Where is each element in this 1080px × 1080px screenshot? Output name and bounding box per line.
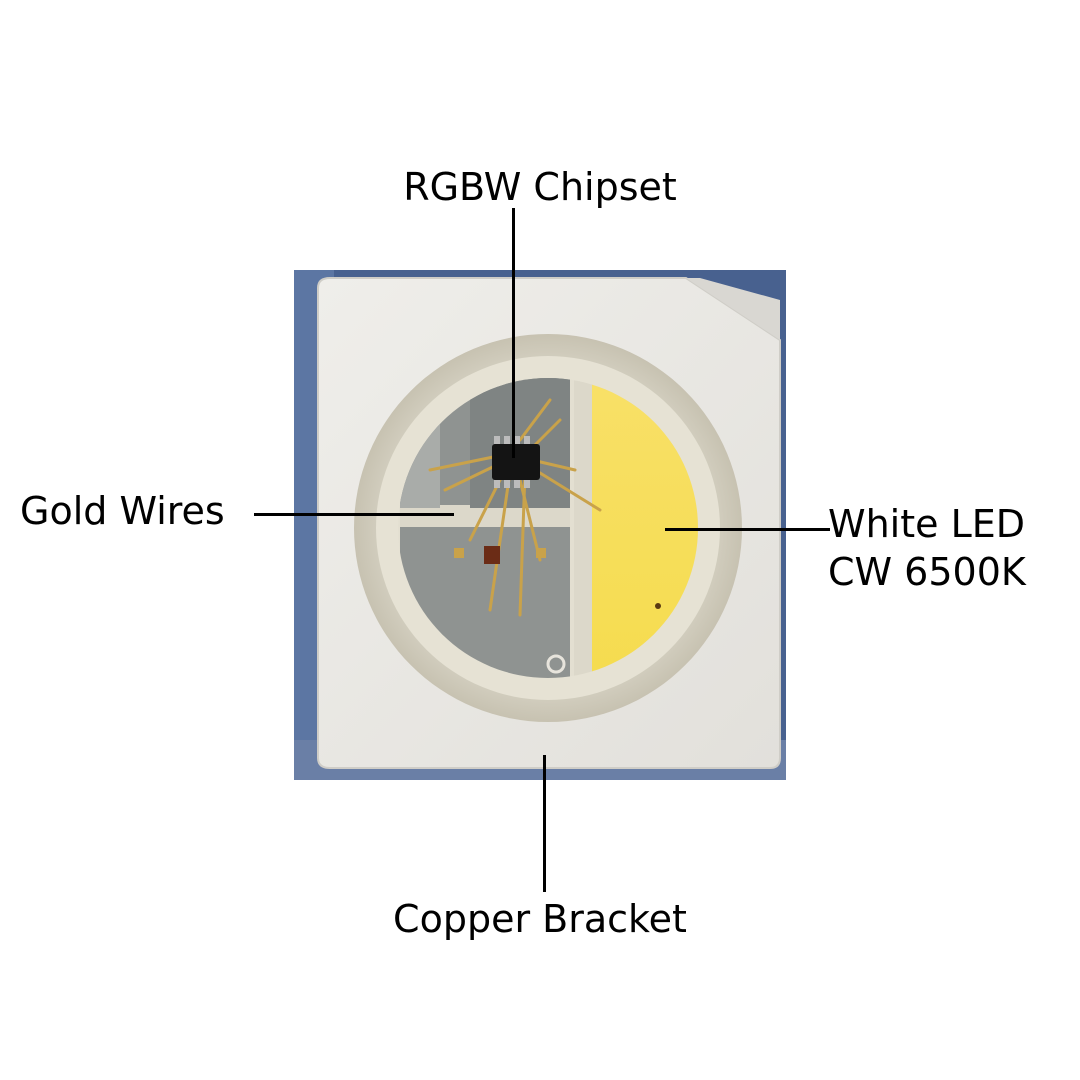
- label-rgbw-chipset-text: RGBW Chipset: [403, 165, 677, 209]
- leader-line-gold-wires: [254, 513, 454, 516]
- label-white-led: White LED CW 6500K: [828, 500, 1026, 596]
- label-rgbw-chipset: RGBW Chipset: [0, 164, 1080, 210]
- rgbw-ic-chip: [492, 436, 540, 488]
- leader-line-copper-bracket: [543, 755, 546, 892]
- label-copper-bracket: Copper Bracket: [393, 897, 687, 941]
- bond-pads: [454, 546, 661, 674]
- label-white-led-line1: White LED: [828, 502, 1026, 546]
- label-white-led-line2: CW 6500K: [828, 550, 1026, 594]
- label-gold-wires: Gold Wires: [20, 489, 225, 533]
- leader-line-white-led: [665, 528, 830, 531]
- leader-line-rgbw: [512, 208, 515, 458]
